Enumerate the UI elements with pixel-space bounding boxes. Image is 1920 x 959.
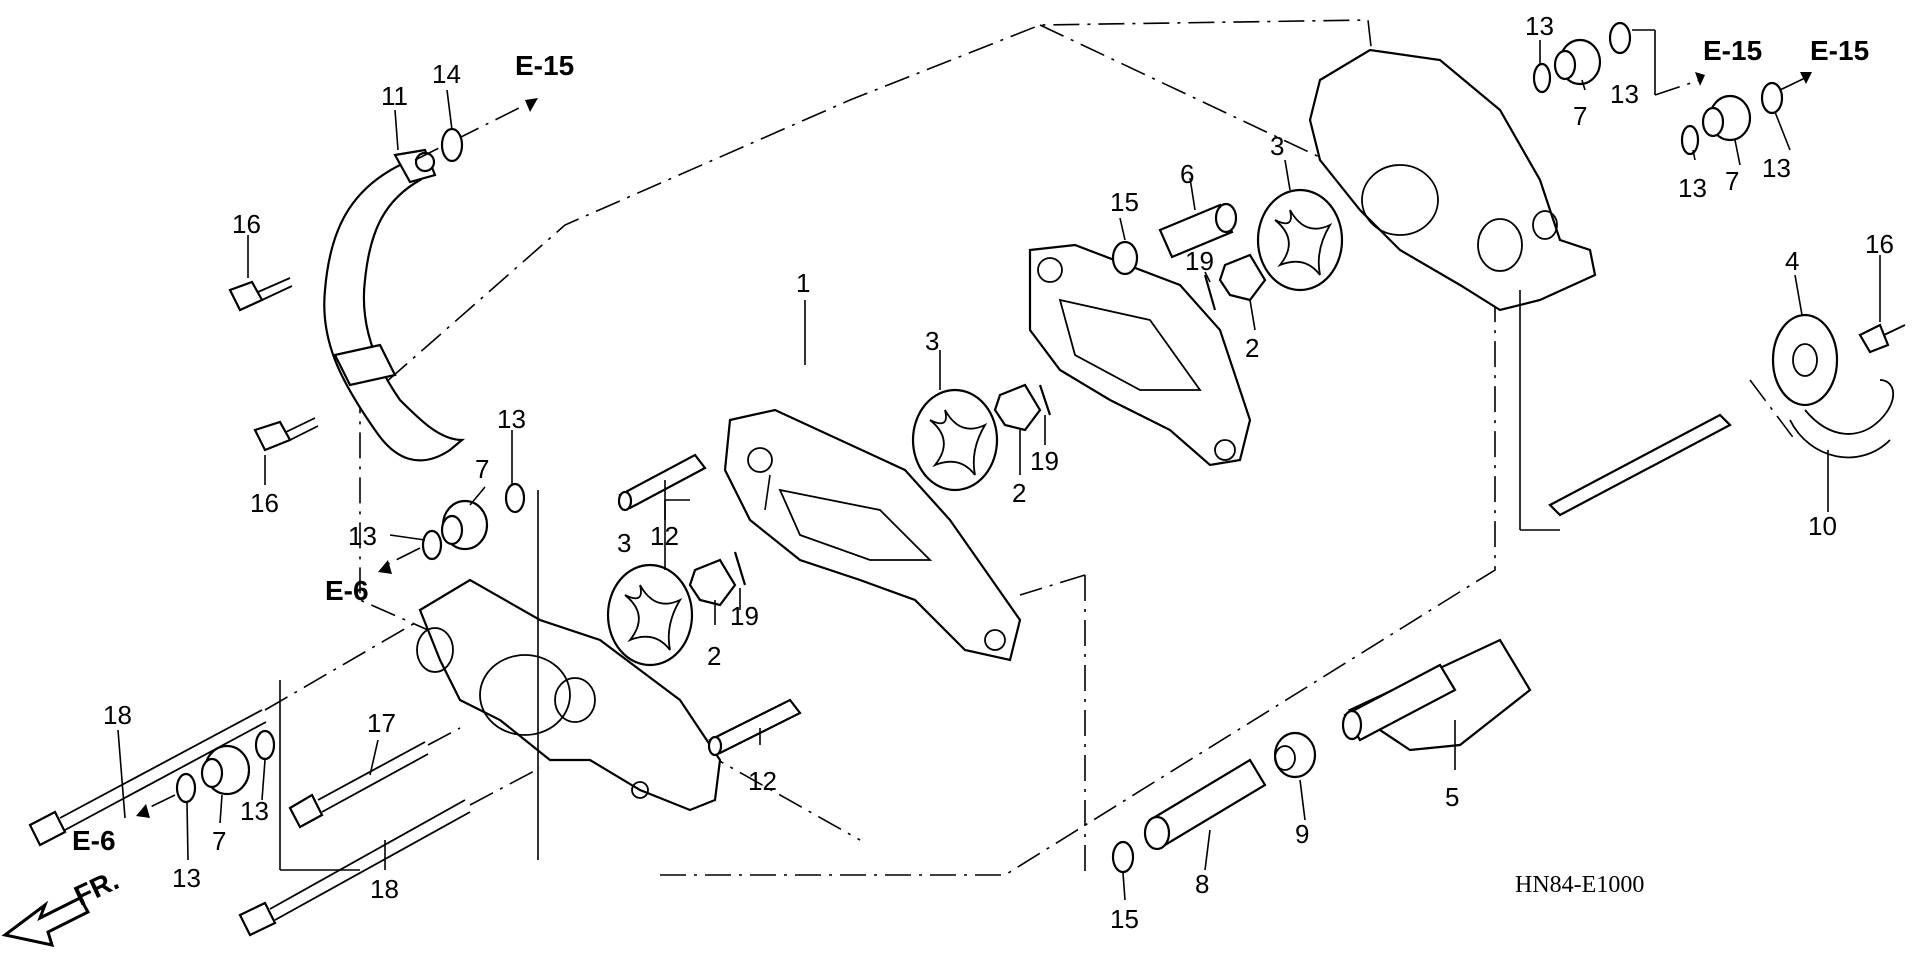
sleeve-6 xyxy=(1158,202,1238,259)
pin-19-middle xyxy=(1038,384,1052,416)
bolt-18-lower xyxy=(238,799,471,937)
washer-13-top-c xyxy=(1680,124,1700,156)
washer-13-bottom-b xyxy=(254,729,276,761)
callout-8: 8 xyxy=(1195,869,1209,899)
pin-19-lower xyxy=(733,551,747,586)
diagram-code: HN84-E1000 xyxy=(1515,872,1644,898)
joint-7-left xyxy=(440,499,489,551)
shaft xyxy=(1548,413,1732,517)
dowel-12-lower xyxy=(707,698,802,757)
washer-14 xyxy=(440,127,464,163)
chain-10 xyxy=(1749,379,1895,459)
oil-pipe xyxy=(323,148,466,462)
washer-13-left-b xyxy=(504,482,526,514)
callout-12-upper: 12 xyxy=(650,521,679,551)
pump-housing-top xyxy=(1308,48,1597,312)
washer-13-bottom-a xyxy=(175,772,197,804)
callout-13-bottom-a: 13 xyxy=(240,796,269,826)
callout-17: 17 xyxy=(367,708,396,738)
callout-16-top: 16 xyxy=(232,209,261,239)
callout-19-top: 19 xyxy=(1185,246,1214,276)
rotor-3-middle xyxy=(911,388,999,492)
inner-rotor-2-middle xyxy=(993,383,1042,432)
callout-13-top-a: 13 xyxy=(1525,11,1554,41)
callout-7-left: 7 xyxy=(475,454,489,484)
callout-18-upper: 18 xyxy=(103,700,132,730)
inner-rotor-2-lower xyxy=(688,558,737,607)
joint-7-top-a xyxy=(1553,38,1602,86)
bolt-16-mid xyxy=(253,417,319,452)
leader-lines xyxy=(117,40,1881,901)
callout-3-middle: 3 xyxy=(925,326,939,356)
callout-7-top-a: 7 xyxy=(1573,101,1587,131)
washer-13-top-b xyxy=(1608,21,1632,55)
callout-2-top: 2 xyxy=(1245,333,1259,363)
callout-10: 10 xyxy=(1808,511,1837,541)
labels: E-15 E-15 E-15 E-6 E-6 HN84-E1000 FR. 1 … xyxy=(69,11,1893,934)
seal-9 xyxy=(1273,731,1317,779)
washer-15-bottom xyxy=(1111,840,1135,874)
ref-e6-mid: E-6 xyxy=(325,575,369,606)
ref-e15-left: E-15 xyxy=(515,50,574,81)
front-arrow-icon xyxy=(1,896,91,947)
strainer-5 xyxy=(1341,638,1532,752)
callout-14: 14 xyxy=(432,59,461,89)
callout-6: 6 xyxy=(1180,159,1194,189)
callout-19-middle: 19 xyxy=(1030,446,1059,476)
dowel-12-upper xyxy=(617,453,707,512)
callout-18-lower: 18 xyxy=(370,874,399,904)
ref-e6-bottom: E-6 xyxy=(72,825,116,856)
callout-5: 5 xyxy=(1445,782,1459,812)
bolt-18-upper xyxy=(28,709,267,847)
callout-7-bottom: 7 xyxy=(212,826,226,856)
callout-13-top-b: 13 xyxy=(1610,79,1639,109)
bolt-16-right xyxy=(1858,323,1906,354)
callout-19-lower: 19 xyxy=(730,601,759,631)
callout-2-lower: 2 xyxy=(707,641,721,671)
washer-13-top-d xyxy=(1760,81,1784,115)
washer-13-left-a xyxy=(421,529,443,561)
sprocket-4 xyxy=(1771,313,1839,407)
tube-8 xyxy=(1143,758,1267,851)
bolt-16-top xyxy=(228,277,293,312)
callout-13-bottom-b: 13 xyxy=(172,863,201,893)
callout-11: 11 xyxy=(381,81,408,111)
pump-body-lower xyxy=(416,578,722,812)
callout-13-top-d: 13 xyxy=(1762,153,1791,183)
inner-rotor-2-top xyxy=(1218,253,1267,302)
callout-9: 9 xyxy=(1295,819,1309,849)
pump-plate-middle xyxy=(723,408,1022,662)
callout-16-right: 16 xyxy=(1865,229,1894,259)
washer-13-top-a xyxy=(1532,62,1552,94)
joint-7-top-b xyxy=(1701,94,1752,142)
callout-12-lower: 12 xyxy=(748,766,777,796)
callout-13-left-mid: 13 xyxy=(348,521,377,551)
ref-e15-right-a: E-15 xyxy=(1703,35,1762,66)
callout-2-middle: 2 xyxy=(1012,478,1026,508)
pin-19-top xyxy=(1203,274,1217,311)
ref-e15-right-b: E-15 xyxy=(1810,35,1869,66)
callout-15-bottom: 15 xyxy=(1110,904,1139,934)
callout-7-top-b: 7 xyxy=(1725,166,1739,196)
callout-15-top: 15 xyxy=(1110,187,1139,217)
callout-4: 4 xyxy=(1785,246,1799,276)
callout-3-top: 3 xyxy=(1270,131,1284,161)
pump-plate-upper xyxy=(1028,243,1252,467)
rotor-3-top xyxy=(1256,188,1344,292)
callout-16-mid: 16 xyxy=(250,488,279,518)
callout-3-lower: 3 xyxy=(617,528,631,558)
rotor-3-lower xyxy=(606,563,694,667)
callout-13-top-c: 13 xyxy=(1678,173,1707,203)
bolt-17 xyxy=(288,741,429,829)
washer-15-top xyxy=(1111,240,1139,276)
callout-1: 1 xyxy=(796,268,810,298)
callout-13-left-top: 13 xyxy=(497,404,526,434)
joint-7-bottom-left xyxy=(200,744,251,796)
